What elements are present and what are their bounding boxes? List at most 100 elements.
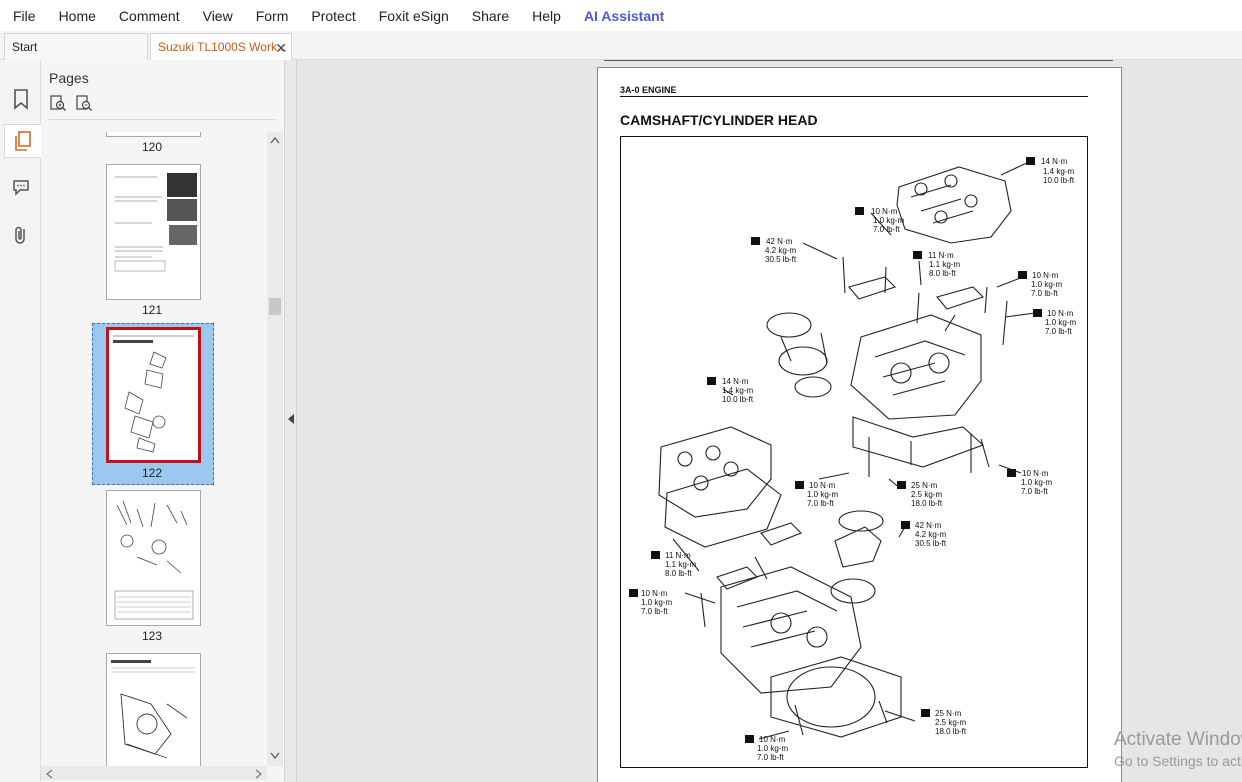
torque-label: 11 N·m1.1 kg-m8.0 lb-ft	[913, 251, 960, 278]
svg-text:10 N·m: 10 N·m	[1032, 271, 1059, 280]
svg-text:10 N·m: 10 N·m	[759, 735, 786, 744]
svg-text:4.2 kg-m: 4.2 kg-m	[915, 530, 946, 539]
comments-button[interactable]	[6, 170, 36, 204]
svg-text:42 N·m: 42 N·m	[766, 237, 793, 246]
page-number-label: 122	[141, 466, 163, 480]
pages-button[interactable]	[4, 124, 41, 158]
svg-text:1.0 kg-m: 1.0 kg-m	[641, 598, 672, 607]
header-rule	[620, 96, 1088, 97]
scroll-right-icon[interactable]	[255, 769, 263, 779]
page-thumbnail[interactable]	[106, 490, 201, 626]
collapse-arrow-icon[interactable]	[287, 413, 295, 425]
svg-text:14 N·m: 14 N·m	[1041, 157, 1068, 166]
attachments-button[interactable]	[6, 218, 36, 252]
page-title: CAMSHAFT/CYLINDER HEAD	[620, 112, 818, 128]
close-icon[interactable]: ✕	[275, 40, 287, 56]
page-thumbnail[interactable]	[106, 132, 201, 137]
svg-text:7.0 lb-ft: 7.0 lb-ft	[807, 499, 834, 508]
watermark-subtitle: Go to Settings to activate Windows.	[1114, 753, 1242, 769]
comment-icon	[13, 180, 29, 196]
tab-bar: Start Suzuki TL1000S Work... ✕	[0, 31, 1242, 60]
torque-label: 10 N·m1.0 kg-m7.0 lb-ft	[629, 589, 672, 616]
menu-share[interactable]: Share	[471, 7, 510, 24]
pages-panel: Pages 120 121 122	[41, 60, 284, 782]
torque-label: 10 N·m1.0 kg-m7.0 lb-ft	[795, 481, 838, 508]
zoom-out-page-icon[interactable]	[75, 94, 93, 112]
svg-text:7.0 lb-ft: 7.0 lb-ft	[1045, 327, 1072, 336]
menu-view[interactable]: View	[202, 7, 233, 24]
svg-text:2.5 kg-m: 2.5 kg-m	[935, 718, 966, 727]
page-thumbnail-selected[interactable]	[106, 327, 201, 463]
menu-comment[interactable]: Comment	[118, 7, 180, 24]
svg-text:1.0 kg-m: 1.0 kg-m	[757, 744, 788, 753]
panel-separator	[49, 119, 276, 120]
torque-label: 42 N·m4.2 kg-m30.5 lb-ft	[751, 237, 797, 264]
svg-text:11 N·m: 11 N·m	[928, 251, 954, 260]
svg-text:10 N·m: 10 N·m	[1047, 309, 1074, 318]
page-header: 3A-0 ENGINE	[620, 85, 677, 95]
svg-text:7.0 lb-ft: 7.0 lb-ft	[1021, 487, 1048, 496]
page-number-label: 123	[141, 629, 163, 643]
thumbnail-preview	[114, 173, 197, 272]
panel-splitter[interactable]	[284, 60, 297, 782]
page-thumbnail[interactable]	[106, 164, 201, 300]
torque-label: 11 N·m1.1 kg-m8.0 lb-ft	[651, 551, 696, 578]
svg-text:11 N·m: 11 N·m	[665, 551, 691, 560]
menu-help[interactable]: Help	[532, 7, 561, 24]
svg-text:7.0 lb-ft: 7.0 lb-ft	[873, 225, 900, 234]
svg-text:10.0 lb-ft: 10.0 lb-ft	[1043, 176, 1075, 185]
svg-text:7.0 lb-ft: 7.0 lb-ft	[1031, 289, 1058, 298]
menu-file[interactable]: File	[13, 7, 36, 24]
previous-page-edge	[604, 60, 1113, 61]
thumbnail-preview	[114, 500, 194, 620]
document-viewer[interactable]: 3A-0 ENGINE CAMSHAFT/CYLINDER HEAD	[297, 60, 1242, 782]
zoom-in-page-icon[interactable]	[49, 94, 67, 112]
panel-title: Pages	[49, 70, 89, 86]
tab-document[interactable]: Suzuki TL1000S Work... ✕	[150, 33, 292, 60]
attachment-icon	[15, 226, 25, 244]
thumbnail-vertical-scrollbar[interactable]	[267, 132, 283, 766]
svg-text:7.0 lb-ft: 7.0 lb-ft	[757, 753, 784, 762]
svg-text:18.0 lb-ft: 18.0 lb-ft	[935, 727, 967, 736]
torque-label: 10 N·m1.0 kg-m7.0 lb-ft	[1007, 469, 1052, 496]
torque-label: 25 N·m2.5 kg-m18.0 lb-ft	[921, 709, 967, 736]
activation-watermark: Activate Windows Go to Settings to activ…	[1114, 729, 1242, 769]
menu-form[interactable]: Form	[255, 7, 289, 24]
left-rail	[0, 60, 41, 782]
torque-label: 10 N·m1.0 kg-m7.0 lb-ft	[1033, 309, 1076, 336]
thumbnail-list: 120 121 122 123	[41, 132, 267, 766]
pdf-page: 3A-0 ENGINE CAMSHAFT/CYLINDER HEAD	[597, 67, 1122, 782]
svg-text:10 N·m: 10 N·m	[809, 481, 836, 490]
page-number-label: 121	[141, 303, 163, 317]
svg-text:1.0 kg-m: 1.0 kg-m	[1021, 478, 1052, 487]
svg-text:25 N·m: 25 N·m	[911, 481, 938, 490]
scroll-up-icon[interactable]	[270, 136, 280, 144]
scroll-left-icon[interactable]	[45, 769, 53, 779]
svg-text:8.0 lb-ft: 8.0 lb-ft	[929, 269, 956, 278]
torque-label: 10 N·m1.0 kg-m7.0 lb-ft	[855, 207, 904, 234]
tab-start[interactable]: Start	[4, 33, 148, 60]
thumbnail-preview	[113, 335, 194, 453]
tab-document-label: Suzuki TL1000S Work...	[158, 40, 287, 54]
scrollbar-thumb[interactable]	[269, 298, 281, 315]
svg-text:25 N·m: 25 N·m	[935, 709, 962, 718]
menu-foxit-esign[interactable]: Foxit eSign	[378, 7, 449, 24]
menu-home[interactable]: Home	[58, 7, 96, 24]
svg-text:14 N·m: 14 N·m	[722, 377, 749, 386]
menu-protect[interactable]: Protect	[311, 7, 356, 24]
menu-ai-assistant[interactable]: AI Assistant	[583, 7, 665, 24]
torque-label: 14 N·m1.4 kg-m10.0 lb-ft	[707, 377, 754, 404]
page-thumbnail[interactable]	[106, 653, 201, 766]
torque-label: 25 N·m2.5 kg-m18.0 lb-ft	[897, 481, 943, 508]
svg-text:1.1 kg-m: 1.1 kg-m	[665, 560, 696, 569]
svg-text:10 N·m: 10 N·m	[641, 589, 668, 598]
torque-label: 10 N·m1.0 kg-m7.0 lb-ft	[745, 735, 788, 762]
thumbnail-horizontal-scrollbar[interactable]	[41, 766, 267, 780]
svg-text:8.0 lb-ft: 8.0 lb-ft	[665, 569, 692, 578]
svg-text:1.0 kg-m: 1.0 kg-m	[807, 490, 838, 499]
scroll-down-icon[interactable]	[270, 752, 280, 760]
bookmark-button[interactable]	[6, 82, 36, 116]
svg-text:2.5 kg-m: 2.5 kg-m	[911, 490, 942, 499]
torque-label: 42 N·m4.2 kg-m30.5 lb-ft	[901, 521, 947, 548]
